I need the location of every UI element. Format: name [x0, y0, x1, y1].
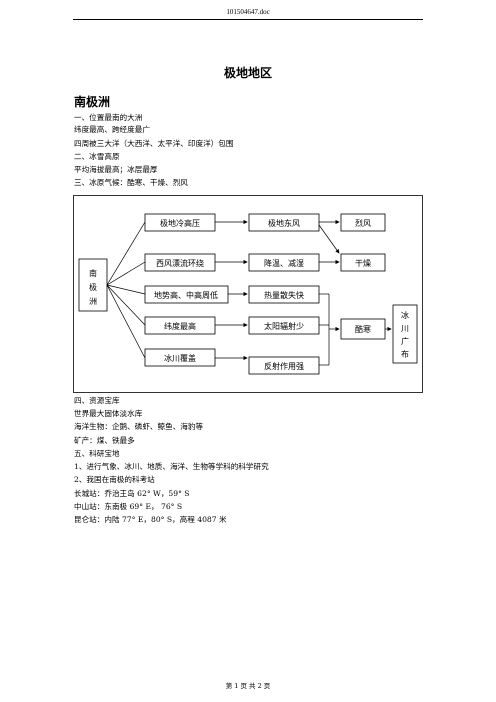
glacier-char: 冰 — [401, 310, 409, 320]
cause-box — [144, 285, 229, 304]
text-line: 中山站：东南极 69° E， 76° S — [74, 502, 183, 511]
result-label: 烈风 — [355, 219, 371, 228]
result-label: 酷寒 — [355, 324, 371, 334]
text-line: 长城站：乔治王岛 62° W，59° S — [74, 489, 190, 498]
glacier-box — [392, 304, 418, 364]
text-line: 二、冰雪高原 — [74, 152, 120, 161]
glacier-char: 广 — [401, 336, 409, 346]
effect-box — [248, 316, 320, 335]
arrow — [318, 224, 340, 254]
text-line: 四周被三大洋（大西洋、太平洋、印度洋）包围 — [74, 139, 234, 148]
cause-label: 地势高、中高周低 — [154, 290, 218, 300]
cause-box — [144, 253, 216, 272]
antarctica-char: 南 — [89, 268, 97, 278]
result-box — [340, 213, 386, 232]
effect-label: 太阳辐射少 — [264, 321, 304, 331]
cause-label: 冰川覆盖 — [164, 353, 196, 363]
effect-label: 降温、减湿 — [264, 258, 304, 268]
cause-box — [144, 348, 216, 367]
effect-box — [248, 253, 320, 272]
effect-label: 极地东风 — [268, 218, 300, 228]
page-number: 第 1 页 共 2 页 — [225, 682, 271, 690]
diagram-frame — [73, 195, 423, 393]
branch-line — [106, 284, 146, 326]
text-line: 一、位置最南的大洲 — [74, 113, 143, 122]
antarctica-char: 极 — [89, 282, 97, 292]
branch-line — [106, 261, 146, 286]
glacier-char: 川 — [401, 324, 409, 333]
effect-box — [248, 356, 320, 375]
text-line: 矿产：煤、铁最多 — [74, 436, 135, 445]
effect-box — [248, 285, 320, 304]
antarctica-char: 洲 — [89, 297, 97, 306]
branch-line — [106, 284, 146, 359]
climate-cause-diagram: 南 极 洲 极地冷高压 西风漂流环绕 地势高、中高周低 纬度最高 冰川覆盖 极地… — [73, 195, 423, 393]
effect-label: 热量散失快 — [264, 290, 304, 300]
text-line: 2、我国在南极的科考站 — [74, 475, 155, 484]
text-line: 三、冰原气候：酷寒、干燥、烈风 — [74, 178, 188, 187]
cause-box — [144, 316, 216, 335]
text-line: 海洋生物：企鹅、磷虾、鲸鱼、海豹等 — [74, 422, 204, 431]
glacier-char: 布 — [401, 349, 409, 359]
cause-label: 西风漂流环绕 — [156, 258, 204, 268]
document-filename: 101504647.doc — [226, 8, 270, 16]
branch-line — [106, 284, 146, 295]
text-line: 平均海拔最高；冰层最厚 — [74, 165, 158, 174]
branch-line — [106, 221, 146, 286]
header-divider — [73, 19, 423, 20]
result-box — [340, 253, 386, 272]
text-line: 昆仑站：内陆 77° E，80° S，高程 4087 米 — [74, 515, 227, 524]
effect-label: 反射作用强 — [264, 361, 304, 371]
cause-label: 极地冷高压 — [160, 218, 200, 228]
text-line: 五、科研宝地 — [74, 449, 120, 458]
cause-box — [144, 213, 216, 232]
text-line: 1、进行气象、冰川、地质、海洋、生物等学科的科学研究 — [74, 462, 269, 471]
effect-box — [248, 213, 320, 232]
result-label: 干燥 — [355, 259, 371, 268]
text-line: 四、资源宝库 — [74, 396, 120, 405]
cause-label: 纬度最高 — [164, 321, 196, 331]
section-title: 南极洲 — [74, 95, 111, 109]
page-title: 极地地区 — [223, 66, 272, 80]
antarctica-box — [78, 258, 108, 312]
text-line: 纬度最高、跨经度最广 — [74, 125, 150, 134]
text-line: 世界最大固体淡水库 — [74, 409, 143, 418]
